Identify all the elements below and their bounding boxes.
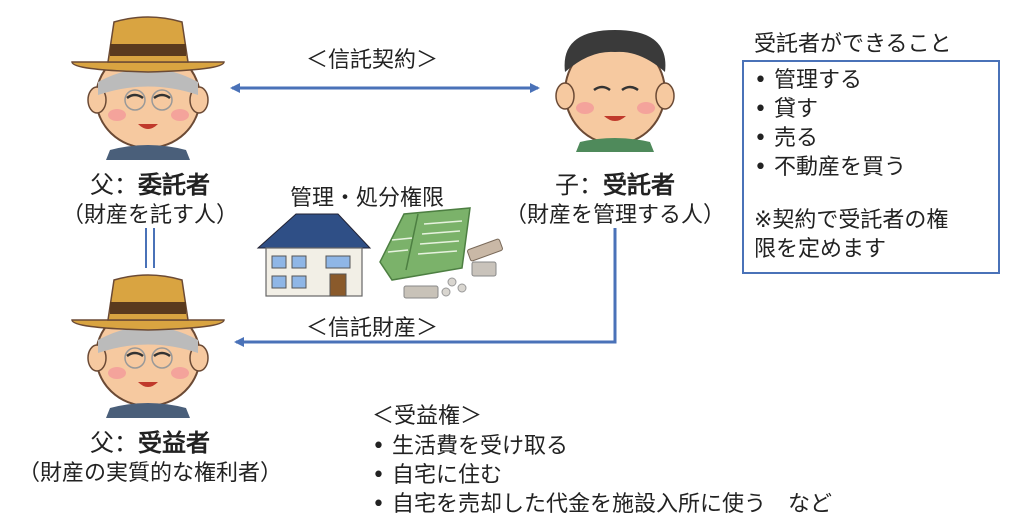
beneficial-right-item: • 自宅に住む (372, 463, 502, 488)
settlor-role: 父：委託者 (50, 165, 250, 200)
trustee-right-item: • 管理する (754, 68, 862, 93)
authority-label: 管理・処分権限 (290, 186, 445, 211)
settlor-description: （財産を託す人） (61, 203, 238, 228)
settlor-prefix: 父： (90, 171, 138, 199)
house-illustration (256, 213, 372, 297)
settlor-role-label: 委託者 (138, 171, 210, 199)
beneficial-right-item: • 自宅を売却した代金を施設入所に使う など (372, 492, 832, 517)
trustee-prefix: 子： (555, 171, 603, 199)
trustee-right-item: • 売る (754, 126, 818, 151)
beneficial-rights-title: ＜受益権＞ (372, 404, 483, 429)
contract-label: ＜信託契約＞ (306, 48, 439, 73)
trustee-rights-note-line2: 限を定めます (754, 237, 887, 262)
trustee-role: 子：受託者 (515, 165, 715, 200)
trustee-description: （財産を管理する人） (504, 203, 725, 228)
beneficiary-description: （財産の実質的な権利者） (17, 461, 282, 486)
trustee-role-label: 受託者 (603, 171, 675, 199)
beneficiary-prefix: 父： (90, 429, 138, 457)
trustee-rights-title: 受託者ができること (754, 32, 952, 57)
trust-property-label: ＜信託財産＞ (306, 316, 439, 341)
trustee-rights-note-line1: ※契約で受託者の権 (754, 208, 949, 233)
beneficial-right-item: • 生活費を受け取る (372, 434, 568, 459)
trustee-right-item: • 不動産を買う (754, 155, 906, 180)
son-trustee-illustration (555, 30, 675, 152)
beneficiary-role: 父：受益者 (50, 423, 250, 458)
father-settlor-illustration (71, 16, 225, 160)
trustee-rights-box: • 管理する • 貸す • 売る • 不動産を買う ※契約で受託者の権 限を定め… (742, 60, 1000, 274)
father-beneficiary-illustration (71, 274, 225, 418)
equality-double-line (145, 228, 155, 268)
beneficiary-role-label: 受益者 (138, 429, 210, 457)
trustee-right-item: • 貸す (754, 97, 818, 122)
trust-property-arrow (234, 228, 617, 347)
passbook-illustration (379, 207, 503, 299)
